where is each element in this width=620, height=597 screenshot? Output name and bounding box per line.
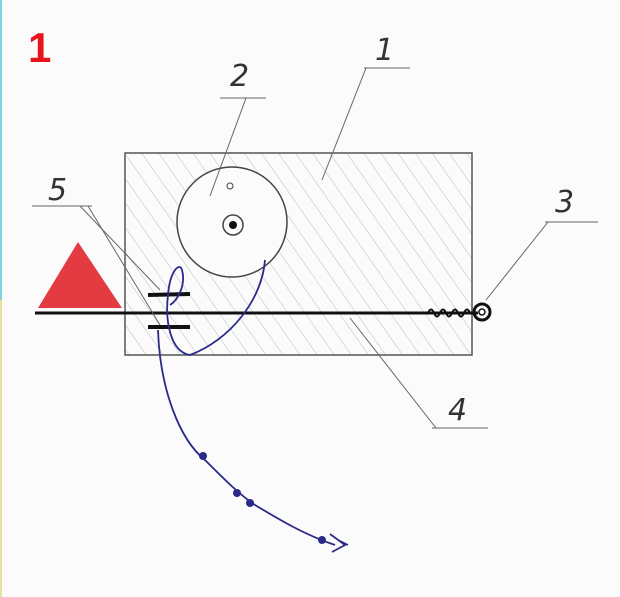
guide-bar-top — [147, 292, 191, 297]
red-triangle-marker — [38, 242, 122, 308]
blue-wire — [157, 329, 336, 546]
label-wheel: 2 — [230, 59, 249, 94]
wire-bead — [199, 452, 207, 460]
wire-bead — [246, 499, 254, 507]
label-guides: 5 — [48, 173, 67, 208]
wheel-axle — [222, 214, 244, 236]
wheel-hole — [226, 182, 234, 190]
label-ring: 3 — [555, 185, 574, 220]
wheel-axle-center — [229, 221, 237, 229]
wire-bead — [318, 536, 326, 544]
blue-wire-loop — [166, 259, 266, 356]
housing-block — [124, 152, 473, 356]
leader-lines — [32, 67, 598, 429]
label-line: 4 — [448, 393, 467, 428]
label-housing: 1 — [375, 33, 394, 68]
arrow-icon — [329, 533, 349, 553]
coil-spring — [427, 308, 471, 318]
ring — [472, 302, 492, 322]
wire-bead — [233, 489, 241, 497]
figure-number: 1 — [28, 24, 51, 71]
